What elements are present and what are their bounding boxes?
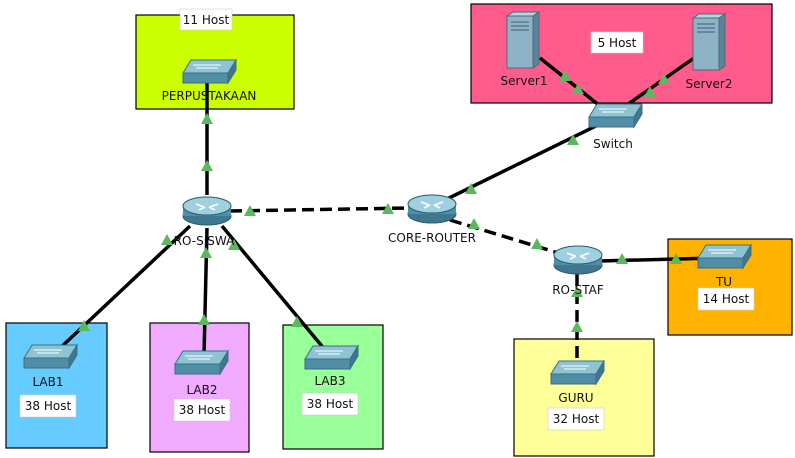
port-indicator — [572, 83, 584, 94]
host-count-guru: 32 Host — [553, 412, 600, 426]
port-indicator — [244, 205, 256, 216]
port-indicator — [571, 321, 583, 332]
label-server2: Server2 — [686, 77, 733, 91]
port-indicator — [658, 73, 670, 84]
switch-guru[interactable] — [550, 359, 605, 386]
port-indicator — [78, 320, 90, 331]
link-siswa-core — [229, 206, 411, 213]
host-count-tu: 14 Host — [703, 292, 750, 306]
port-indicator — [228, 239, 240, 250]
label-perpustakaan: PERPUSTAKAAN — [162, 89, 257, 103]
port-indicator — [201, 113, 213, 124]
port-indicator — [531, 238, 543, 249]
port-indicator — [291, 316, 303, 327]
port-indicator — [198, 314, 210, 325]
host-count-lab3: 38 Host — [307, 397, 354, 411]
port-indicator — [465, 183, 477, 194]
zone-lab1 — [5, 322, 108, 449]
label-lab3: LAB3 — [314, 374, 345, 388]
port-indicators — [78, 70, 682, 332]
label-ro-staf: RO-STAF — [552, 283, 604, 297]
port-indicator — [559, 70, 571, 81]
port-indicator — [468, 218, 480, 229]
switch-lab2[interactable] — [174, 349, 229, 376]
label-lab2: LAB2 — [186, 383, 217, 397]
device-labels: PERPUSTAKAAN Server1 Server2 Switch RO-S… — [32, 74, 732, 405]
zone-lab2 — [149, 322, 250, 453]
label-server1: Server1 — [501, 74, 548, 88]
links — [56, 56, 716, 370]
host-boxes: 11 Host 5 Host 38 Host 38 Host 38 Host 3… — [19, 8, 755, 431]
host-count-lab2: 38 Host — [179, 403, 226, 417]
port-indicator — [644, 86, 656, 97]
port-indicator — [616, 253, 628, 264]
host-count-lab1: 38 Host — [25, 399, 72, 413]
port-indicator — [571, 286, 583, 297]
link-siswa-lab3 — [220, 224, 328, 353]
port-indicator — [567, 134, 579, 145]
port-indicator — [200, 247, 212, 258]
router-ro-staf[interactable] — [553, 245, 603, 275]
switch-lab3[interactable] — [304, 344, 359, 371]
server-1[interactable] — [505, 11, 541, 69]
label-lab1: LAB1 — [32, 375, 63, 389]
switch-tu[interactable] — [697, 243, 752, 270]
label-core-router: CORE-ROUTER — [388, 231, 476, 245]
port-indicator — [382, 203, 394, 214]
label-tu: TU — [715, 275, 732, 289]
host-count-perpustakaan: 11 Host — [183, 13, 230, 27]
router-ro-siswa[interactable] — [182, 196, 232, 226]
port-indicator — [161, 234, 173, 245]
port-indicator — [201, 160, 213, 171]
router-core[interactable] — [407, 194, 457, 224]
label-ro-siswa: RO-SISWA — [174, 234, 235, 248]
switch-lab1[interactable] — [23, 343, 78, 370]
switch-main[interactable] — [588, 102, 643, 129]
zone-guru — [513, 338, 655, 457]
port-indicator — [670, 253, 682, 264]
server-2[interactable] — [691, 13, 727, 71]
host-count-server: 5 Host — [598, 36, 637, 50]
switch-perpustakaan[interactable] — [182, 58, 237, 85]
zones — [5, 3, 793, 457]
label-switch: Switch — [593, 137, 633, 151]
label-guru: GURU — [558, 391, 593, 405]
